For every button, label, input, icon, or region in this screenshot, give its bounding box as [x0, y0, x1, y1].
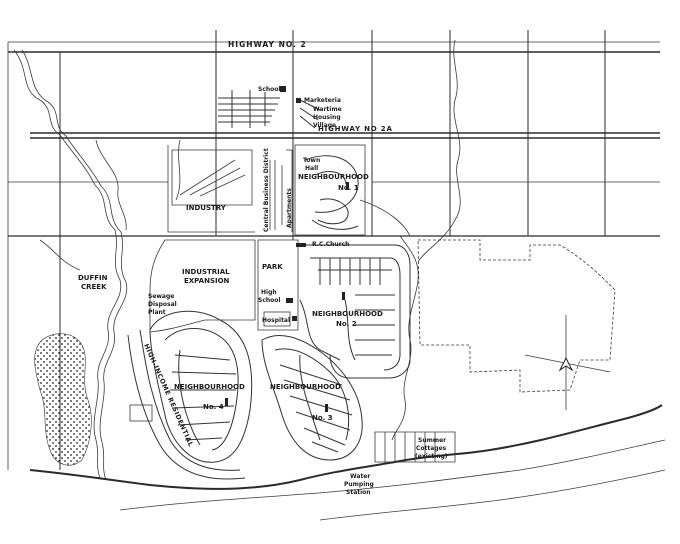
label-high-income: HIGH-INCOME RESIDENTIAL: [142, 343, 195, 449]
summer-cottages-area: [374, 431, 456, 463]
label-nbhd4-1: NEIGHBOURHOOD: [174, 383, 245, 391]
label-nbhd4-2: No. 4: [203, 403, 224, 411]
label-nbhd3-1: NEIGHBOURHOOD: [270, 383, 341, 391]
label-industrial-expansion-1: INDUSTRIAL: [182, 268, 230, 276]
label-nbhd2-1: NEIGHBOURHOOD: [312, 310, 383, 318]
label-duffin-creek-2: CREEK: [81, 283, 107, 291]
neighbourhood-1-area: [269, 144, 366, 236]
grid-roads: [8, 30, 660, 470]
label-sewage-3: Plant: [148, 309, 166, 316]
label-wartime-3: Village: [313, 122, 336, 129]
neighbourhood-4-area: [149, 310, 253, 463]
label-high-school-1: High: [261, 289, 277, 296]
label-sewage-1: Sewage: [148, 293, 174, 300]
label-industry: INDUSTRY: [186, 204, 227, 212]
label-nbhd2-2: No. 2: [336, 320, 357, 328]
label-summer-cottages-2: Cottages: [416, 445, 447, 452]
label-wartime-1: Wartime: [313, 106, 342, 113]
label-town-hall-1: Town: [303, 157, 320, 164]
marsh-area: [34, 333, 92, 466]
label-cbd: Central Business District: [263, 148, 270, 232]
label-marketeria: Marketeria: [304, 97, 341, 104]
industry-area: [167, 145, 255, 233]
label-high-school-2: School: [258, 297, 280, 304]
industrial-expansion-area: [149, 239, 256, 333]
label-summer-cottages-1: Summer: [418, 437, 446, 444]
neighbourhood-2-area: [299, 244, 411, 379]
wartime-housing-village: [218, 90, 321, 129]
label-nbhd1-1: NEIGHBOURHOOD: [298, 173, 369, 181]
label-industrial-expansion-2: EXPANSION: [184, 277, 230, 285]
label-water-pumping-3: Station: [346, 489, 371, 496]
label-hospital: Hospital: [262, 317, 290, 324]
label-park: PARK: [262, 263, 283, 271]
label-school: School: [258, 86, 280, 93]
label-summer-cottages-3: (existing): [415, 453, 448, 460]
creeks: [13, 39, 461, 481]
lake-shoreline: [29, 404, 666, 521]
label-highway-2a: HIGHWAY NO 2A: [318, 125, 393, 133]
label-rc-church: R.C.Church: [312, 241, 349, 248]
park-area: [257, 239, 299, 331]
label-water-pumping-1: Water: [350, 473, 370, 480]
label-duffin-creek-1: DUFFIN: [78, 274, 108, 282]
neighbourhood-3-area: [261, 335, 363, 461]
building-markers: [225, 86, 349, 412]
north-arrow-icon: [524, 315, 611, 410]
map-border: [7, 41, 660, 470]
label-apartments: Apartments: [286, 188, 293, 228]
label-water-pumping-2: Pumping: [344, 481, 374, 488]
label-sewage-2: Disposal: [148, 301, 177, 308]
future-development-boundary: [417, 239, 616, 393]
label-wartime-2: Housing: [313, 114, 341, 121]
label-town-hall-2: Hall: [305, 165, 318, 172]
high-income-residential-area: [127, 329, 246, 480]
label-highway-2: HIGHWAY NO. 2: [228, 40, 307, 49]
label-nbhd3-2: No. 3: [312, 414, 333, 422]
highway-2a-road: [30, 132, 660, 139]
